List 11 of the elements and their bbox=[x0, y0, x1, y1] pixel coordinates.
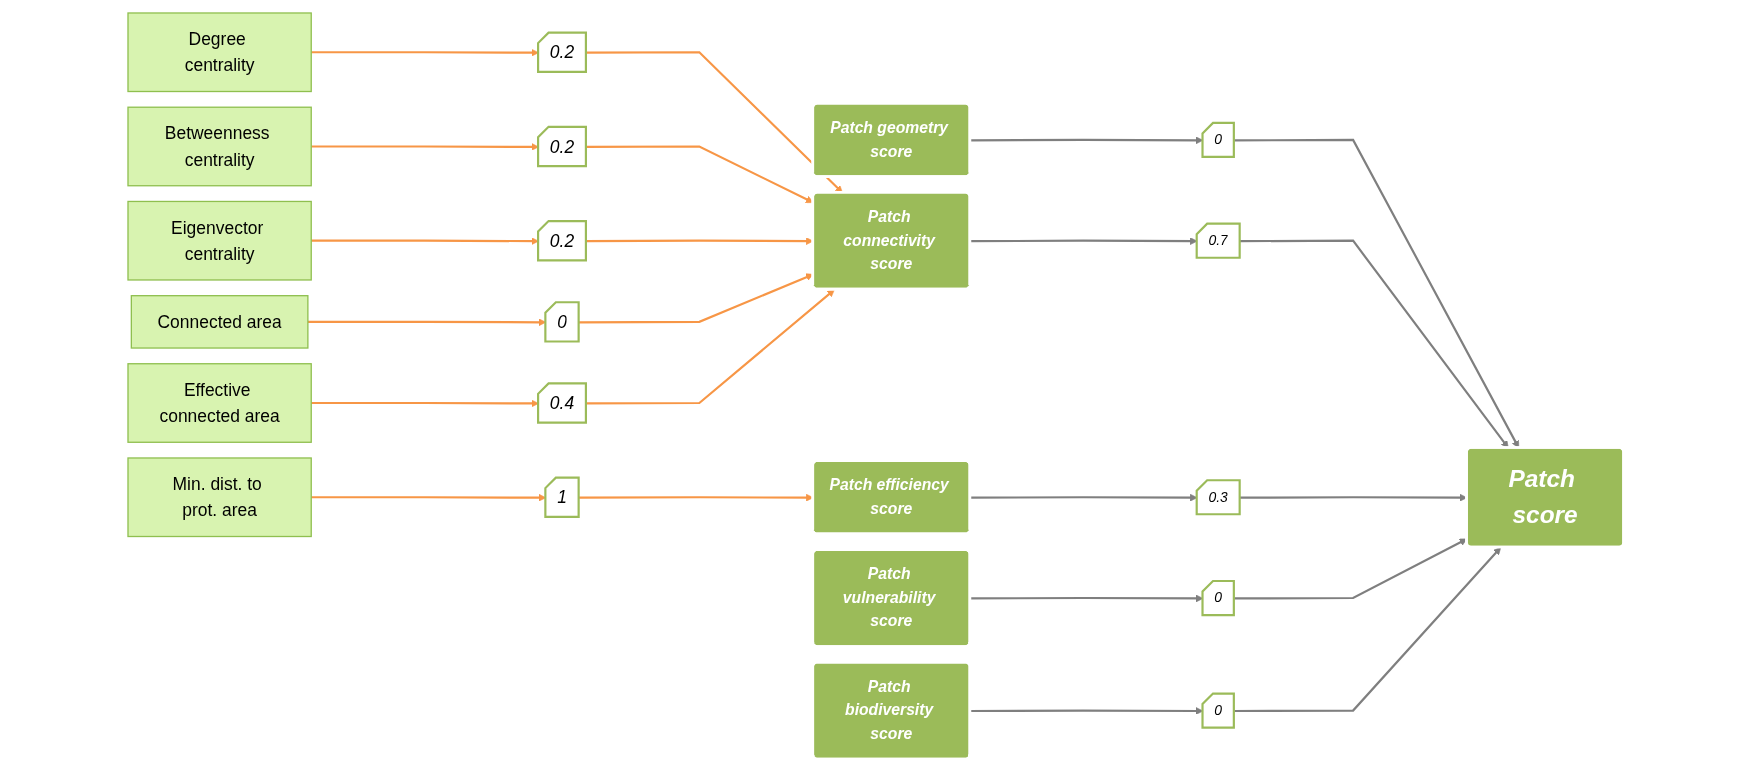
node-box: Effective connected area bbox=[127, 362, 313, 443]
node-box: Min. dist. to prot. area bbox=[127, 456, 313, 537]
arrow bbox=[1234, 538, 1468, 600]
node-box: Degree centrality bbox=[127, 11, 313, 92]
arrow bbox=[1240, 239, 1509, 448]
arrow bbox=[1234, 546, 1502, 712]
arrow bbox=[586, 288, 835, 405]
node-box: Betweenness centrality bbox=[127, 106, 313, 186]
node-box: Connected area bbox=[130, 294, 309, 349]
node-box: Eigenvector centrality bbox=[127, 200, 313, 281]
arrow bbox=[1234, 138, 1520, 448]
